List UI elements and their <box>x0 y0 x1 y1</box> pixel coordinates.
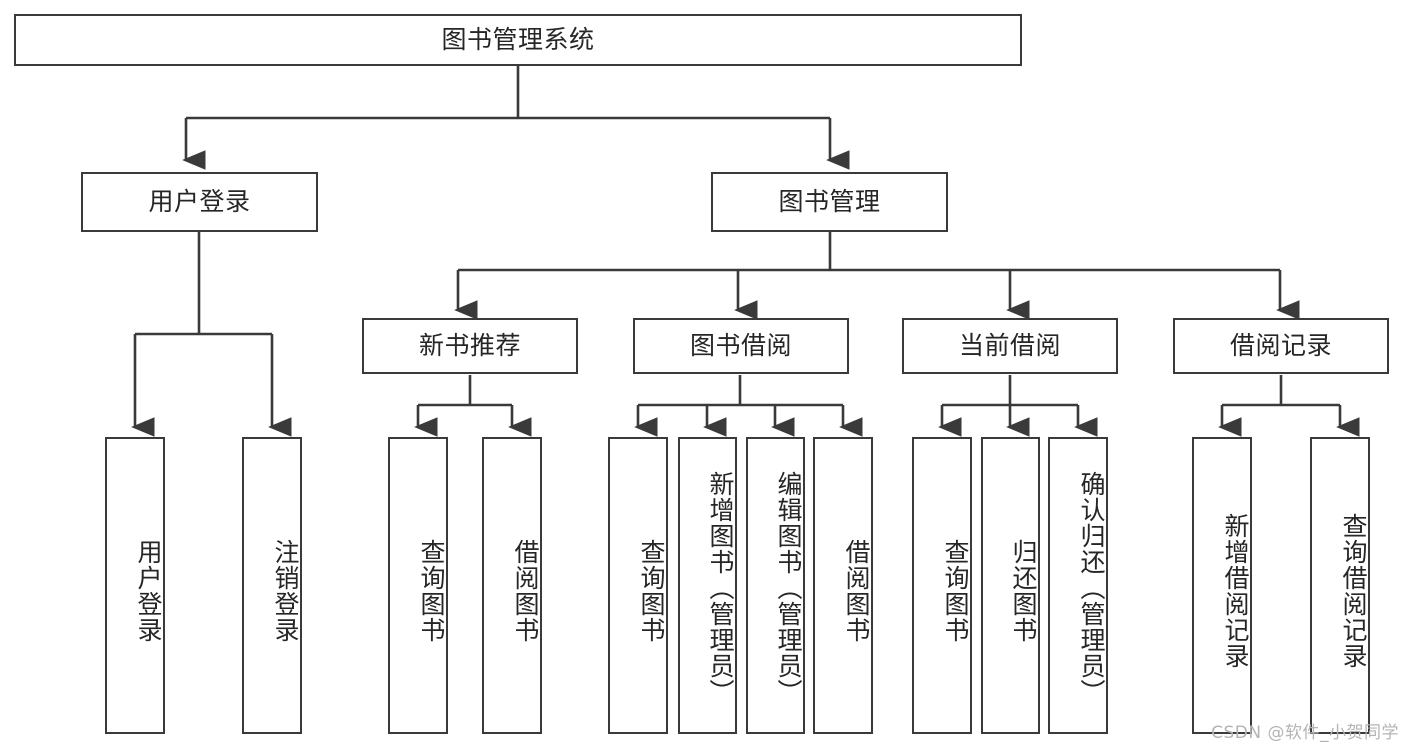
node-leaf-add-record[interactable]: 新增借阅记录 <box>1192 437 1252 734</box>
node-book-borrow[interactable]: 图书借阅 <box>633 318 849 374</box>
node-label: 借阅记录 <box>1229 330 1332 360</box>
node-label: 归还图书 <box>1009 538 1038 643</box>
node-leaf-borrow-book-1[interactable]: 借阅图书 <box>482 437 542 734</box>
node-leaf-logout-login[interactable]: 注销登录 <box>242 437 302 734</box>
node-borrow-record[interactable]: 借阅记录 <box>1173 318 1389 374</box>
csdn-watermark: CSDN @软件_小贺同学 <box>1211 723 1399 743</box>
node-new-book-recommend[interactable]: 新书推荐 <box>362 318 578 374</box>
node-label: 新书推荐 <box>418 330 521 360</box>
node-label: 编辑图书（管理员） <box>774 470 803 705</box>
node-leaf-query-book-3[interactable]: 查询图书 <box>912 437 972 734</box>
node-leaf-query-book-2[interactable]: 查询图书 <box>608 437 668 734</box>
node-label: 用户登录 <box>134 538 163 643</box>
node-leaf-edit-book[interactable]: 编辑图书（管理员） <box>746 437 805 734</box>
node-leaf-add-book[interactable]: 新增图书（管理员） <box>678 437 737 734</box>
node-leaf-borrow-book-2[interactable]: 借阅图书 <box>813 437 873 734</box>
node-label: 图书借阅 <box>689 330 792 360</box>
node-leaf-query-book-1[interactable]: 查询图书 <box>388 437 448 734</box>
node-label: 借阅图书 <box>511 538 540 643</box>
node-label: 新增图书（管理员） <box>706 470 735 705</box>
node-label: 查询图书 <box>417 538 446 643</box>
node-leaf-confirm-return[interactable]: 确认归还（管理员） <box>1048 437 1108 734</box>
node-label: 图书管理系统 <box>441 24 595 54</box>
node-leaf-user-login[interactable]: 用户登录 <box>105 437 165 734</box>
node-user-login[interactable]: 用户登录 <box>81 172 318 232</box>
node-leaf-return-book[interactable]: 归还图书 <box>981 437 1040 734</box>
node-label: 当前借阅 <box>958 330 1061 360</box>
node-label: 图书管理 <box>778 186 881 216</box>
node-label: 查询借阅记录 <box>1339 512 1368 669</box>
node-leaf-query-record[interactable]: 查询借阅记录 <box>1310 437 1370 734</box>
node-label: 查询图书 <box>637 538 666 643</box>
node-label: 借阅图书 <box>842 538 871 643</box>
node-label: 新增借阅记录 <box>1221 512 1250 669</box>
node-label: 查询图书 <box>941 538 970 643</box>
node-book-management[interactable]: 图书管理 <box>711 172 948 232</box>
node-book-management-system[interactable]: 图书管理系统 <box>14 14 1022 66</box>
node-label: 确认归还（管理员） <box>1077 470 1106 705</box>
node-current-borrow[interactable]: 当前借阅 <box>902 318 1118 374</box>
node-label: 用户登录 <box>148 186 251 216</box>
node-label: 注销登录 <box>271 538 300 643</box>
